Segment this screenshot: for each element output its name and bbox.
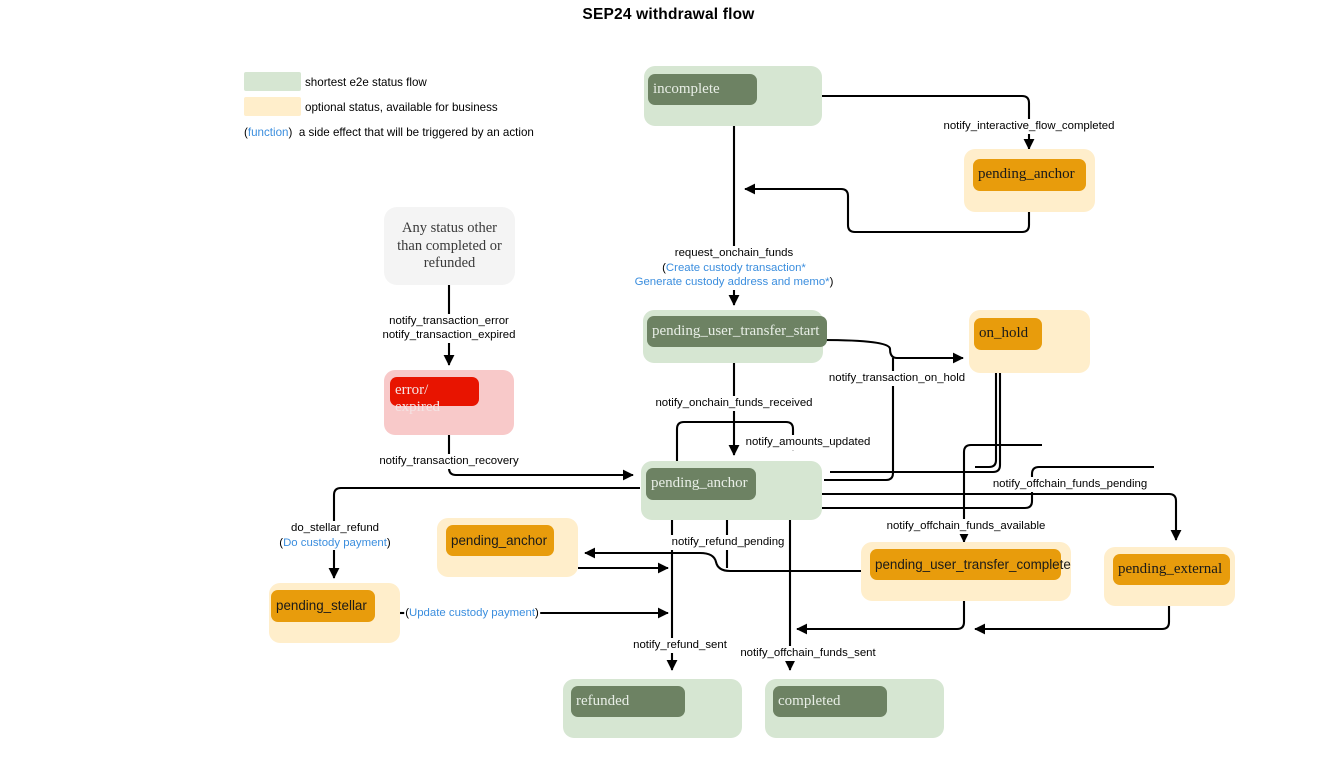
node-error-expired-line2: expired [395, 399, 440, 415]
legend-paren-close: ) [288, 126, 293, 139]
node-pending-anchor-center-chip [646, 468, 756, 500]
legend-function-keyword: function [247, 126, 289, 139]
node-pending-anchor-top-chip [973, 159, 1086, 191]
node-pending-user-transfer-complete-label: pending_user_transfer_complete [875, 557, 1071, 572]
node-pending-anchor-refund-label: pending_anchor [451, 533, 548, 548]
edge-label-notify-offchain-funds-pending: notify_offchain_funds_pending [991, 477, 1149, 492]
edge-label-notify-offchain-funds-sent: notify_offchain_funds_sent [739, 646, 877, 661]
node-pending-stellar[interactable]: pending_stellar [269, 583, 400, 643]
node-incomplete-label: incomplete [653, 81, 720, 97]
legend-swatch-optional [244, 97, 301, 116]
edge-label-notify-offchain-funds-available: notify_offchain_funds_available [885, 519, 1047, 534]
node-on-hold-label: on_hold [979, 325, 1029, 341]
edge-label-do-stellar-refund: do_stellar_refund (Do custody payment) [278, 521, 392, 550]
node-pending-external-chip [1113, 554, 1230, 585]
node-pending-user-transfer-start[interactable]: pending_user_transfer_start [643, 310, 827, 363]
node-completed-label: completed [778, 693, 841, 709]
node-pending-user-transfer-complete[interactable]: pending_user_transfer_complete [861, 542, 1071, 601]
node-pending-stellar-label: pending_stellar [276, 598, 367, 613]
legend-swatch-shortest [244, 72, 301, 91]
node-pending-user-transfer-complete-chip [870, 549, 1061, 580]
edge-label-notify-transaction-error: notify_transaction_error [388, 314, 510, 329]
legend-label-shortest: shortest e2e status flow [305, 76, 427, 89]
edge-label-request-onchain-funds-main: request_onchain_funds [674, 247, 794, 259]
node-pending-external-label: pending_external [1118, 561, 1223, 577]
node-refunded[interactable]: refunded [563, 679, 742, 738]
edge-label-notify-refund-pending: notify_refund_pending [670, 535, 786, 550]
page-title: SEP24 withdrawal flow [582, 6, 755, 23]
edge-label-notify-onchain-funds-received: notify_onchain_funds_received [654, 396, 814, 411]
node-pending-anchor-refund-chip [446, 525, 554, 556]
node-completed[interactable]: completed [765, 679, 944, 738]
node-pending-external[interactable]: pending_external [1104, 547, 1235, 606]
edge-label-generate-custody-address-line: Generate custody address and memo*) [634, 276, 834, 288]
edge-label-notify-refund-sent: notify_refund_sent [632, 638, 728, 653]
node-refunded-chip [571, 686, 685, 717]
node-pending-user-transfer-start-label: pending_user_transfer_start [652, 323, 820, 339]
node-on-hold[interactable]: on_hold [969, 310, 1090, 373]
node-pending-anchor-center-label: pending_anchor [651, 475, 748, 491]
legend-paren-open: ( [244, 126, 248, 139]
legend-function-note: (function) a side effect that will be tr… [244, 126, 534, 140]
node-incomplete-chip [648, 74, 757, 105]
node-any-status-note-label: Any status other than completed or refun… [397, 219, 502, 271]
edge-label-notify-transaction-expired: notify_transaction_expired [381, 328, 517, 343]
node-completed-chip [773, 686, 887, 717]
node-pending-anchor-center[interactable]: pending_anchor [641, 461, 822, 520]
legend-label-optional: optional status, available for business [305, 101, 498, 114]
node-any-status-note[interactable]: Any status other than completed or refun… [384, 207, 515, 285]
edge-label-notify-amounts-updated: notify_amounts_updated [744, 435, 872, 450]
legend-function-text: a side effect that will be triggered by … [298, 126, 534, 139]
edge-label-do-stellar-refund-main: do_stellar_refund [290, 522, 380, 534]
edge-label-notify-transaction-recovery: notify_transaction_recovery [378, 454, 520, 469]
edge-label-notify-transaction-on-hold: notify_transaction_on_hold [827, 371, 967, 386]
node-refunded-label: refunded [576, 693, 630, 709]
node-error-expired-chip [390, 377, 479, 406]
node-pending-anchor-refund[interactable]: pending_anchor [437, 518, 578, 577]
node-pending-anchor-top[interactable]: pending_anchor [964, 149, 1095, 212]
edge-label-notify-interactive-flow-completed: notify_interactive_flow_completed [942, 119, 1116, 134]
edge-label-create-custody-transaction-line: (Create custody transaction* [662, 261, 806, 274]
node-pending-user-transfer-start-chip [647, 316, 827, 347]
edge-label-request-onchain-funds: request_onchain_funds (Create custody tr… [633, 246, 835, 290]
edge-label-update-custody-payment: (Update custody payment) [404, 606, 540, 621]
node-incomplete[interactable]: incomplete [644, 66, 822, 126]
node-error-expired-label: error/ expired [390, 377, 448, 424]
node-error-expired-line1: error/ [395, 382, 429, 398]
node-on-hold-chip [974, 318, 1042, 350]
node-pending-stellar-chip [271, 590, 375, 622]
node-error-expired[interactable]: error/ expired [384, 370, 514, 435]
node-pending-anchor-top-label: pending_anchor [978, 166, 1075, 182]
edge-label-do-custody-payment-line: (Do custody payment) [279, 536, 391, 549]
